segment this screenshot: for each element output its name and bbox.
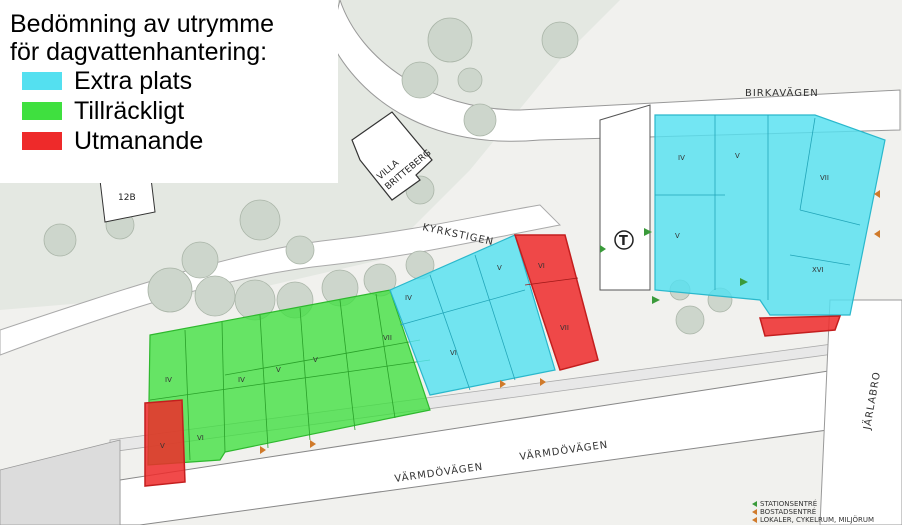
legend-swatch-cyan <box>22 72 62 90</box>
legend-swatch-red <box>22 132 62 150</box>
svg-text:V: V <box>735 152 740 160</box>
svg-text:T: T <box>619 234 628 249</box>
zone-extra-plats-1 <box>389 234 556 396</box>
svg-text:IV: IV <box>165 376 172 384</box>
legend-title-line2: för dagvattenhantering: <box>10 38 268 66</box>
svg-text:VI: VI <box>450 349 457 357</box>
svg-text:VI: VI <box>538 262 545 270</box>
svg-text:V: V <box>160 442 165 450</box>
svg-text:V: V <box>497 264 502 272</box>
station-legend: STATIONSENTRÉ BOSTADSENTRÉ LOKALER, CYKE… <box>752 500 874 524</box>
legend-item-tillrackligt: Tillräckligt <box>22 96 338 126</box>
legend-label: Tillräckligt <box>74 96 185 125</box>
orange-arrow-icon <box>752 517 757 523</box>
green-arrow-icon <box>752 501 757 507</box>
legend-label: Utmanande <box>74 126 204 155</box>
svg-text:V: V <box>313 356 318 364</box>
birkavagen-label: BIRKAVÄGEN <box>745 86 819 99</box>
entrance-markers <box>260 190 880 454</box>
jarlabro-road <box>819 299 902 525</box>
legend-item-extra-plats: Extra plats <box>22 66 338 96</box>
house-number: 12B <box>118 193 136 203</box>
legend-title: Bedömning av utrymme för dagvattenhanter… <box>10 10 338 66</box>
svg-text:V: V <box>276 366 281 374</box>
svg-text:V: V <box>675 232 680 240</box>
metro-icon: T <box>614 230 634 250</box>
trees <box>43 17 733 335</box>
legend-title-line1: Bedömning av utrymme <box>10 10 275 38</box>
legend: Bedömning av utrymme för dagvattenhanter… <box>0 0 338 183</box>
svg-text:IV: IV <box>405 294 412 302</box>
svg-text:VII: VII <box>820 174 829 182</box>
legend-item-utmanande: Utmanande <box>22 126 338 156</box>
svg-text:VI: VI <box>197 434 204 442</box>
cyan-zones <box>389 114 886 396</box>
red-zones <box>144 234 842 487</box>
svg-text:IV: IV <box>238 376 245 384</box>
zone-utmanande-3 <box>759 315 842 337</box>
legend-swatch-green <box>22 102 62 120</box>
zone-utmanande-2 <box>144 399 186 487</box>
svg-text:VII: VII <box>383 334 392 342</box>
zone-labels: IV V V VII XVI IV VI V IV VI IV V V VII … <box>160 152 829 450</box>
legend-label: Extra plats <box>74 66 193 95</box>
lower-left-block <box>0 439 121 525</box>
zone-utmanande-1 <box>513 234 599 371</box>
svg-text:IV: IV <box>678 154 685 162</box>
station-building <box>599 104 651 291</box>
orange-arrow-icon <box>752 509 757 515</box>
svg-text:XVI: XVI <box>812 266 824 274</box>
zone-extra-plats-2 <box>654 114 886 316</box>
station-legend-row: STATIONSENTRÉ <box>752 500 874 508</box>
station-legend-row: LOKALER, CYKELRUM, MILJÖRUM <box>752 516 874 524</box>
svg-text:VII: VII <box>560 324 569 332</box>
station-legend-row: BOSTADSENTRÉ <box>752 508 874 516</box>
